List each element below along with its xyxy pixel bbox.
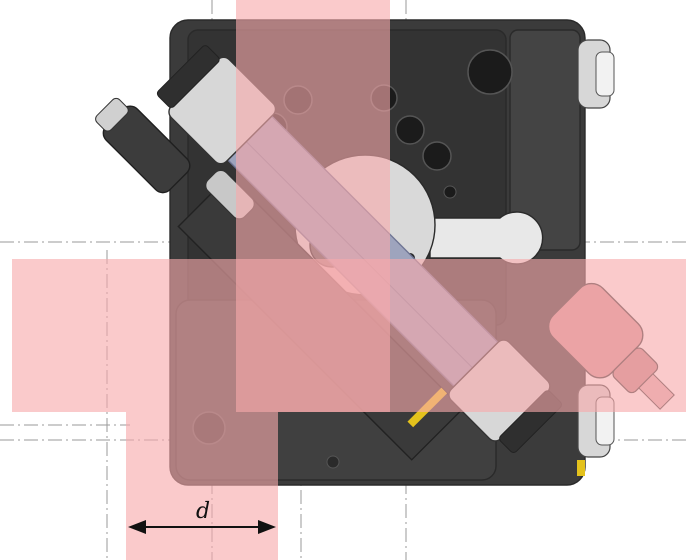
beam-horizontal [12,259,686,412]
screw-cap [595,51,615,97]
mount-hole [467,49,513,95]
dimension-arrowhead-right [258,520,276,534]
dimension-d: d [128,499,276,534]
top-knob-cap [95,97,129,132]
mount-hole [395,115,425,145]
laser-beams [12,0,686,560]
yellow-marker [577,460,585,476]
dimension-label: d [196,499,210,524]
clamp-block-dark [156,45,220,108]
mount-hole [422,141,452,171]
dimension-arrowhead-left [128,520,146,534]
mount-slot [429,211,544,265]
mount-hole [443,185,457,199]
mount-hole [326,455,340,469]
beam-vertical-lower [126,412,278,560]
mount-side-rail [509,29,581,251]
